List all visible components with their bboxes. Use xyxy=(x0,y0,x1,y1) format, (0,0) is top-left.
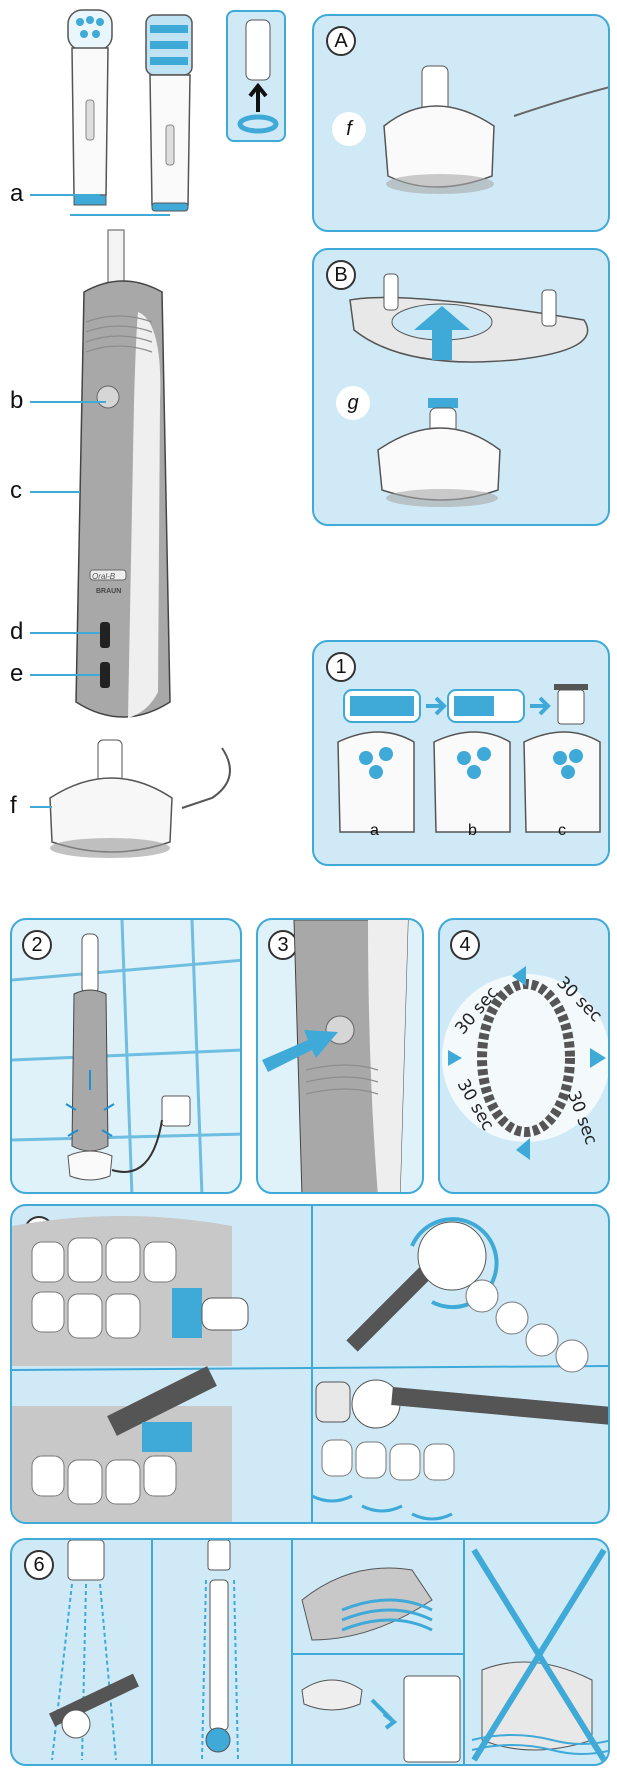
panel-6-badge: 6 xyxy=(24,1550,54,1580)
panel-2: 2 xyxy=(10,918,242,1194)
panel-4: 4 30 sec 30 sec 30 sec 30 sec xyxy=(438,918,610,1194)
charger-base xyxy=(49,739,231,858)
panel-1: 1 a b c xyxy=(312,640,610,866)
handle-brand: BRAUN xyxy=(96,588,122,595)
brush-head-trizone xyxy=(145,14,193,212)
handle-logo: Oral-B xyxy=(92,572,116,581)
panel-3: 3 xyxy=(256,918,424,1194)
ring-inset xyxy=(226,10,286,142)
panel-6: 6 xyxy=(10,1538,610,1766)
panel-5: 5 xyxy=(10,1204,610,1524)
label-d: d xyxy=(10,618,24,645)
label-b: b xyxy=(10,387,24,414)
panel-A-badge: A xyxy=(326,26,356,56)
panel-4-badge: 4 xyxy=(450,930,480,960)
travel-case-ring-illustration xyxy=(349,273,589,507)
quadrant-timer-illustration: 30 sec 30 sec 30 sec 30 sec xyxy=(442,966,608,1160)
label-a: a xyxy=(10,180,24,207)
panel-1-label-b: b xyxy=(468,822,477,839)
label-c: c xyxy=(10,477,22,504)
leader-b xyxy=(30,401,106,403)
power-button-press-illustration xyxy=(262,920,409,1192)
panel-1-badge: 1 xyxy=(326,652,356,682)
leader-d xyxy=(30,632,100,634)
charger-illustration-A xyxy=(383,65,608,194)
handle xyxy=(75,280,171,718)
panel-2-badge: 2 xyxy=(22,930,52,960)
leader-c xyxy=(30,491,80,493)
panel-1-label-c: c xyxy=(558,822,566,839)
charging-illustration xyxy=(12,920,240,1192)
panel-1-label-a: a xyxy=(370,822,379,839)
indicator-bristles-illustration xyxy=(337,684,601,833)
cleaning-illustrations xyxy=(48,1540,608,1764)
panel-A: A f xyxy=(312,14,610,232)
brush-head-round xyxy=(67,9,113,206)
callout-g: g xyxy=(336,386,370,420)
leader-f xyxy=(30,806,52,808)
leader-a2 xyxy=(70,214,170,216)
leader-e xyxy=(30,674,100,676)
panel-B: B g xyxy=(312,248,610,526)
brushing-technique-illustrations xyxy=(12,1206,608,1522)
panel-B-badge: B xyxy=(326,260,356,290)
label-f: f xyxy=(10,792,17,819)
leader-a xyxy=(30,194,100,196)
callout-f: f xyxy=(332,112,366,146)
label-e: e xyxy=(10,660,24,687)
